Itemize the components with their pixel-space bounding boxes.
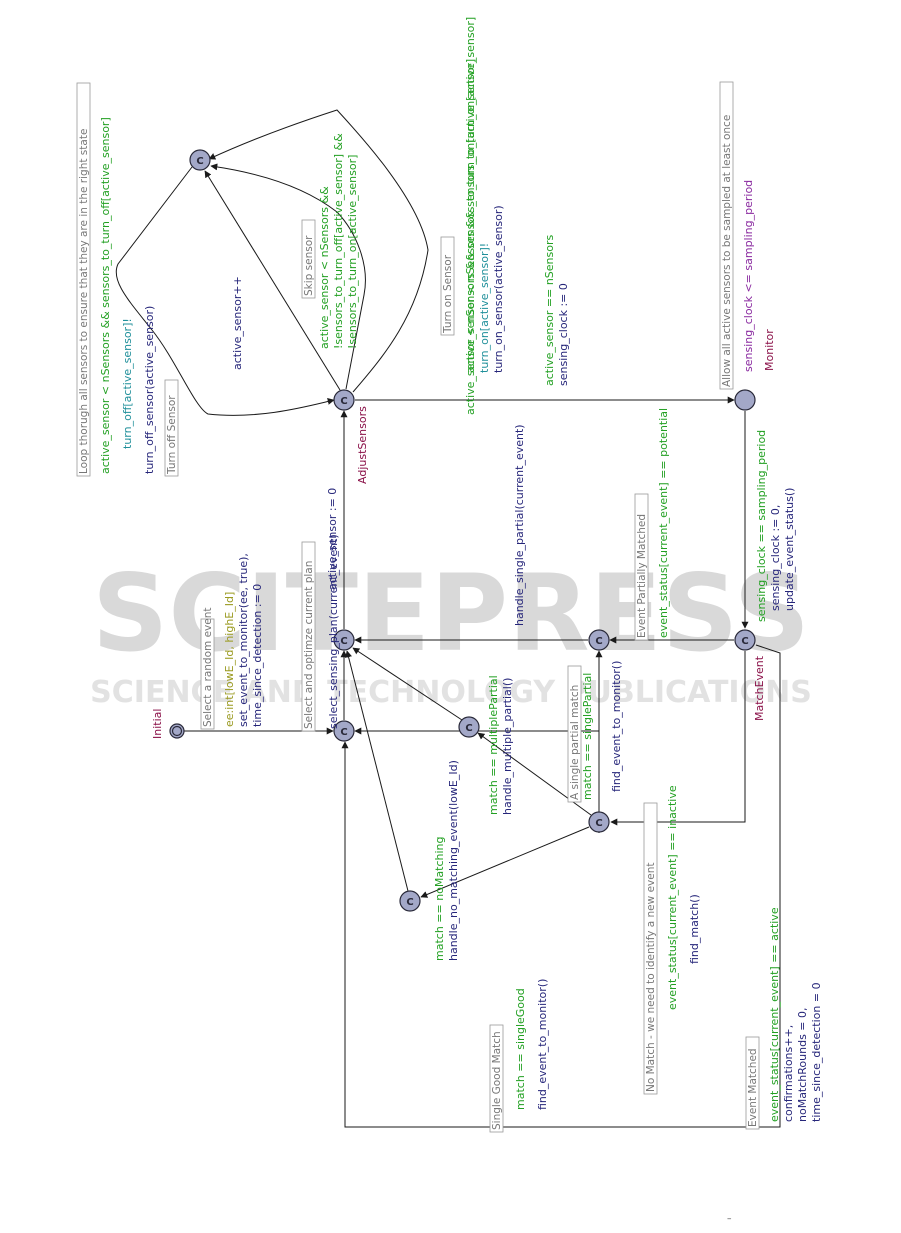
no-match-rounds-label: noMatchRounds = 0,: [796, 1007, 809, 1122]
location-monitor[interactable]: [734, 389, 756, 411]
turn-on-assign: turn_on_sensor(active_sensor): [492, 205, 505, 373]
comment-select-random: Select a random event: [200, 608, 215, 730]
match-event-name: MatchEvent: [753, 655, 766, 721]
comment-single-good: Single Good Match: [489, 1024, 504, 1133]
edge-turn-on: [208, 109, 429, 393]
no-matching-guard: match == noMatching: [433, 837, 446, 962]
handle-single-partial: handle_single_partial(current_event): [513, 424, 526, 626]
comment-allow: Allow all active sensors to be sampled a…: [719, 81, 734, 390]
watermark-small: SCIENCE AND TECHNOLOGY PUBLICATIONS: [90, 675, 812, 710]
location-c1[interactable]: C: [333, 720, 355, 742]
comment-select-plan: Select and optimze current plan: [301, 541, 316, 732]
comment-event-matched: Event Matched: [745, 1036, 760, 1130]
svg-text:C: C: [465, 723, 472, 734]
comment-turn-on: Turn on Sensor: [440, 236, 455, 336]
single-partial-guard: match == singlePartial: [581, 673, 594, 800]
watermark-big: SCITEPRESS: [92, 552, 810, 675]
edge-choice-to-nomatch: [420, 826, 590, 898]
svg-text:Event Matched: Event Matched: [747, 1048, 759, 1127]
location-match-event[interactable]: C: [734, 629, 756, 651]
svg-text:Allow all active sensors to be: Allow all active sensors to be sampled a…: [721, 115, 733, 387]
svg-text:C: C: [595, 636, 602, 647]
svg-text:C: C: [406, 897, 413, 908]
svg-text:Single Good Match: Single Good Match: [491, 1031, 503, 1130]
monitor-invariant: sensing_clock <= sampling_period: [742, 180, 755, 372]
skip-guard-1: active_sensor < nSensors &&: [318, 186, 331, 349]
edge-nomatch-to-c2: [345, 650, 409, 892]
comment-partially: Event Partially Matched: [634, 493, 649, 641]
svg-text:C: C: [340, 636, 347, 647]
edge-multi-to-c2: [352, 647, 463, 721]
location-partial-committed[interactable]: C: [588, 629, 610, 651]
all-done-guard: active_sensor == nSensors: [543, 235, 556, 386]
location-loop-committed[interactable]: C: [189, 149, 211, 171]
increment-label: active_sensor++: [231, 276, 244, 370]
turn-on-sync: turn_on[active_sensor]!: [478, 243, 491, 373]
svg-text:C: C: [340, 396, 347, 407]
svg-text:Select a random event: Select a random event: [202, 608, 214, 727]
monitor-name: Monitor: [763, 329, 776, 371]
svg-text:Select and optimze current pla: Select and optimze current plan: [303, 561, 315, 729]
skip-guard-2: !sensors_to_turn_off[active_sensor] &&: [332, 133, 345, 349]
location-initial[interactable]: [169, 723, 185, 739]
comment-turn-off: Turn off Sensor: [164, 379, 179, 477]
no-matching-assign: handle_no_matching_event(lowE_Id): [447, 760, 460, 961]
edge-adjust-to-loopc: [204, 170, 341, 391]
turn-off-sync: turn_off[active_sensor]!: [121, 318, 134, 449]
sample-guard: sensing_clock == sampling_period: [755, 430, 768, 622]
potential-guard: event_status[current_event] == potential: [657, 408, 670, 638]
clock-reset-label: sensing_clock := 0: [557, 283, 570, 386]
location-c2[interactable]: C: [333, 629, 355, 651]
select-plan-assign: select_sensing_plan(current_event): [327, 534, 340, 729]
comment-no-match: No Match - we need to identify a new eve…: [643, 802, 658, 1095]
multi-guard: match == multiplePartial: [487, 675, 500, 815]
svg-text:A single partial match: A single partial match: [569, 685, 581, 800]
time-reset-label: time_since_detection = 0: [810, 982, 823, 1122]
svg-text:C: C: [340, 727, 347, 738]
svg-text:No Match - we need to identify: No Match - we need to identify a new eve…: [645, 863, 657, 1092]
edge-skip-sensor: [210, 163, 366, 390]
svg-text:Event Partially Matched: Event Partially Matched: [636, 514, 648, 638]
find-match: find_match(): [688, 894, 701, 964]
comment-single-partial: A single partial match: [567, 665, 582, 803]
active-guard: event_status[current_event] == active: [768, 907, 781, 1122]
location-adjust-sensors[interactable]: C: [333, 389, 355, 411]
loop-guard: active_sensor < nSensors && sensors_to_t…: [99, 117, 112, 474]
update-status: update_event_status(): [783, 488, 796, 611]
select-sel: ee:int[lowE_Id, highE_Id]: [223, 592, 236, 727]
svg-text:C: C: [196, 156, 203, 167]
skip-guard-3: !sensors_to_turn_on[active_sensor]: [346, 155, 359, 349]
multi-assign: handle_multiple_partial(): [501, 678, 514, 815]
single-good-guard: match == singleGood: [514, 988, 527, 1110]
location-choice-committed[interactable]: C: [588, 811, 610, 833]
svg-text:Turn on Sensor: Turn on Sensor: [442, 254, 454, 334]
turn-on-guard: active_sensor < nSensors && sensors_to_t…: [464, 17, 477, 373]
comment-loop: Loop thorugh all sensors to ensure that …: [76, 82, 91, 477]
confirmations-label: confirmations++,: [782, 1025, 795, 1122]
svg-text:Skip sensor: Skip sensor: [303, 235, 315, 296]
location-nomatch-committed[interactable]: C: [399, 890, 421, 912]
footer-mark: –: [727, 1214, 732, 1224]
edge-loopc-turn-off: [115, 166, 335, 416]
select-assign-2: time_since_detection := 0: [251, 584, 264, 727]
svg-text:C: C: [741, 636, 748, 647]
svg-text:C: C: [595, 818, 602, 829]
location-multi-committed[interactable]: C: [458, 716, 480, 738]
find-event-b: find_event_to_monitor(): [536, 979, 549, 1110]
adjust-sensors-name: AdjustSensors: [356, 406, 369, 484]
turn-off-assign: turn_off_sensor(active_sensor): [143, 306, 156, 474]
find-event-a: find_event_to_monitor(): [610, 661, 623, 792]
inactive-guard: event_status[current_event] == inactive: [666, 785, 679, 1010]
edge-matchevent-to-c1: [341, 644, 781, 1128]
select-assign-1: set_event_to_monitor(ee, true),: [237, 553, 250, 727]
edge-choice-to-c1: [354, 727, 600, 833]
reset-active-label: active_sensor := 0: [326, 488, 339, 590]
svg-text:Loop thorugh all sensors to en: Loop thorugh all sensors to ensure that …: [78, 129, 90, 474]
comment-skip: Skip sensor: [301, 219, 316, 299]
svg-text:Turn off Sensor: Turn off Sensor: [166, 395, 178, 475]
sample-reset: sensing_clock := 0,: [769, 505, 782, 611]
initial-name: Initial: [151, 709, 164, 739]
turn-on-guard-top: active_sensor < nSensors && sensors_to_t…: [464, 59, 477, 415]
